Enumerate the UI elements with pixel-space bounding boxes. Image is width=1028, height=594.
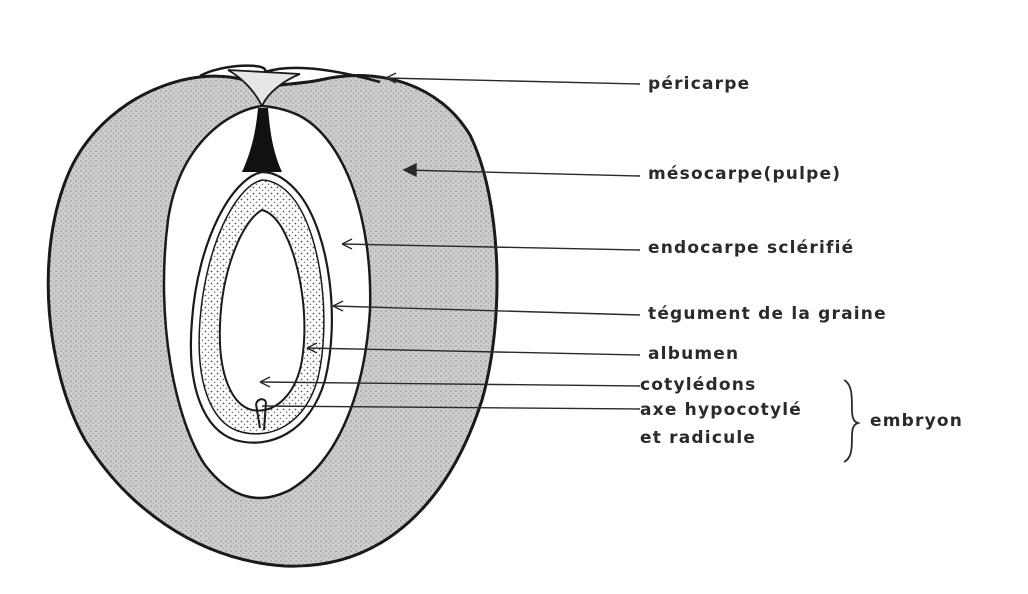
label-pericarpe: péricarpe: [648, 74, 750, 94]
label-radicule: et radicule: [640, 428, 756, 448]
label-mesocarpe: mésocarpe(pulpe): [648, 164, 841, 184]
label-cotyledons: cotylédons: [640, 375, 756, 395]
label-endocarpe: endocarpe sclérifié: [648, 238, 854, 258]
label-axe-hypocotyle: axe hypocotylé: [640, 400, 802, 420]
label-embryon: embryon: [870, 411, 963, 431]
label-tegument: tégument de la graine: [648, 304, 887, 324]
label-albumen: albumen: [648, 344, 739, 364]
embryon-brace: [844, 380, 858, 462]
